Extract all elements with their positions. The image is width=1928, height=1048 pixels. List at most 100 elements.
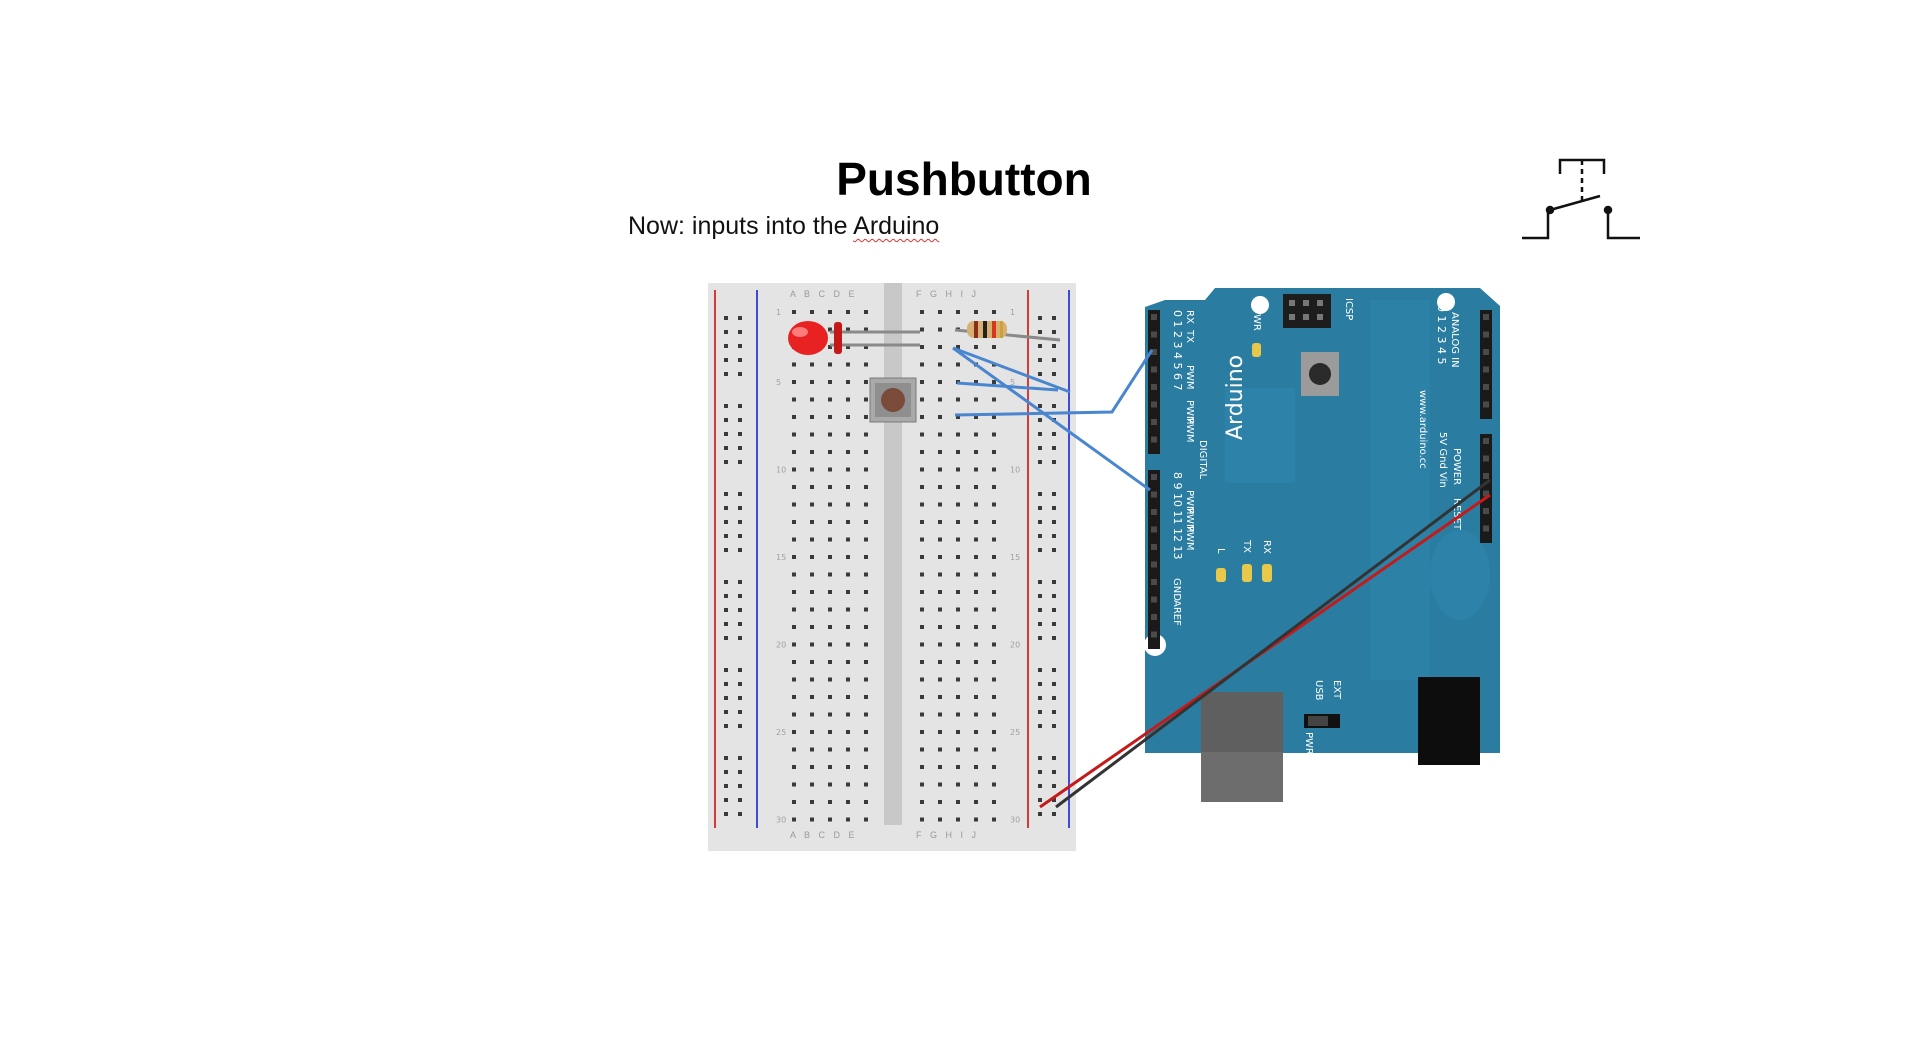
breadboard-hole xyxy=(828,345,832,349)
row-number-left: 5 xyxy=(776,378,781,387)
breadboard-hole xyxy=(974,555,978,559)
rail-hole xyxy=(1038,404,1042,408)
breadboard-hole xyxy=(938,485,942,489)
breadboard-hole xyxy=(864,345,868,349)
breadboard-hole xyxy=(828,555,832,559)
breadboard-hole xyxy=(864,467,868,472)
breadboard-hole xyxy=(974,485,978,489)
breadboard-hole xyxy=(956,572,960,577)
label-aref: AREF xyxy=(1171,600,1182,626)
label-pwm-10: PWM xyxy=(1184,508,1195,533)
breadboard-hole xyxy=(864,712,868,717)
pwr-sel-jumper xyxy=(1304,714,1340,728)
breadboard-hole xyxy=(956,660,960,664)
breadboard-hole xyxy=(792,625,796,629)
breadboard-hole xyxy=(956,432,960,437)
breadboard-hole xyxy=(810,800,814,804)
rail-hole xyxy=(1052,520,1056,524)
rail-hole xyxy=(738,492,742,496)
rail-hole xyxy=(1052,548,1056,552)
analog-header-pin xyxy=(1483,331,1489,338)
breadboard-hole xyxy=(828,642,832,647)
column-letters-right-bottom: F G H I J xyxy=(916,830,979,840)
breadboard-hole xyxy=(810,765,814,769)
label-power: POWER xyxy=(1451,448,1462,485)
breadboard-hole xyxy=(846,362,850,367)
rail-hole xyxy=(1052,784,1056,788)
rail-hole xyxy=(738,798,742,802)
breadboard-hole xyxy=(992,590,996,594)
breadboard-hole xyxy=(792,642,796,647)
breadboard-hole xyxy=(792,607,796,612)
breadboard-hole xyxy=(846,502,850,507)
label-rx: RX xyxy=(1184,310,1195,324)
breadboard-hole xyxy=(792,520,796,524)
rail-hole xyxy=(738,682,742,686)
rail-hole xyxy=(1052,696,1056,700)
breadboard-hole xyxy=(846,642,850,647)
breadboard-hole xyxy=(992,695,996,699)
breadboard-hole xyxy=(792,432,796,437)
breadboard-hole xyxy=(938,800,942,804)
rail-hole xyxy=(1038,548,1042,552)
breadboard-hole xyxy=(792,537,796,542)
breadboard-hole xyxy=(792,800,796,804)
digital-header-top-pin xyxy=(1151,331,1157,338)
rail-hole xyxy=(1038,432,1042,436)
breadboard-hole xyxy=(974,450,978,454)
breadboard-hole xyxy=(992,432,996,437)
label-digital: DIGITAL xyxy=(1197,440,1208,480)
breadboard-hole xyxy=(956,415,960,419)
row-number-left: 1 xyxy=(776,308,781,317)
analog-header-pin xyxy=(1483,366,1489,373)
digital-pin-numbers-top: 0 1 2 3 4 5 6 7 xyxy=(1171,310,1184,390)
breadboard: A B C D E F G H I J A B C D E F G H I J … xyxy=(708,283,1076,851)
breadboard-hole xyxy=(810,502,814,507)
rail-hole xyxy=(1038,682,1042,686)
row-number-left: 25 xyxy=(776,728,786,737)
arduino-uno-board: 0 1 2 3 4 5 6 7 8 9 10 11 12 13 RX TX PW… xyxy=(1144,288,1500,802)
subtitle-prefix: Now: inputs into the xyxy=(628,212,854,240)
rail-hole xyxy=(738,756,742,760)
breadboard-hole xyxy=(846,537,850,542)
breadboard-hole xyxy=(956,485,960,489)
label-analog-in: ANALOG IN xyxy=(1449,312,1460,368)
breadboard-hole xyxy=(920,572,924,577)
row-number-left: 20 xyxy=(776,641,786,650)
breadboard-hole xyxy=(920,397,924,402)
breadboard-hole xyxy=(938,642,942,647)
breadboard-hole xyxy=(810,467,814,472)
breadboard-hole xyxy=(974,467,978,472)
rail-hole xyxy=(738,668,742,672)
breadboard-hole xyxy=(974,345,978,349)
breadboard-hole xyxy=(938,712,942,717)
digital-header-bottom-pin xyxy=(1151,614,1157,620)
breadboard-hole xyxy=(938,432,942,437)
breadboard-hole xyxy=(974,730,978,734)
rail-hole xyxy=(738,534,742,538)
breadboard-hole xyxy=(864,502,868,507)
breadboard-hole xyxy=(992,607,996,612)
rail-hole xyxy=(1038,812,1042,816)
rail-hole xyxy=(1052,534,1056,538)
arduino-website: www.arduino.cc xyxy=(1417,390,1428,469)
row-number-right: 10 xyxy=(1010,466,1020,475)
breadboard-hole xyxy=(974,782,978,787)
label-pwr-sel: PWR SEL xyxy=(1303,732,1314,777)
breadboard-hole xyxy=(920,730,924,734)
digital-header-top-pin xyxy=(1151,314,1157,320)
breadboard-hole xyxy=(974,800,978,804)
subtitle-arduino-word: Arduino xyxy=(853,212,940,240)
pushbutton-schematic-icon xyxy=(1522,158,1640,240)
breadboard-hole xyxy=(828,712,832,717)
breadboard-hole xyxy=(792,695,796,699)
breadboard-hole xyxy=(828,467,832,472)
breadboard-hole xyxy=(974,520,978,524)
breadboard-hole xyxy=(828,695,832,699)
rail-hole xyxy=(738,418,742,422)
breadboard-hole xyxy=(810,415,814,419)
breadboard-hole xyxy=(938,555,942,559)
breadboard-hole xyxy=(920,502,924,507)
breadboard-hole xyxy=(920,660,924,664)
